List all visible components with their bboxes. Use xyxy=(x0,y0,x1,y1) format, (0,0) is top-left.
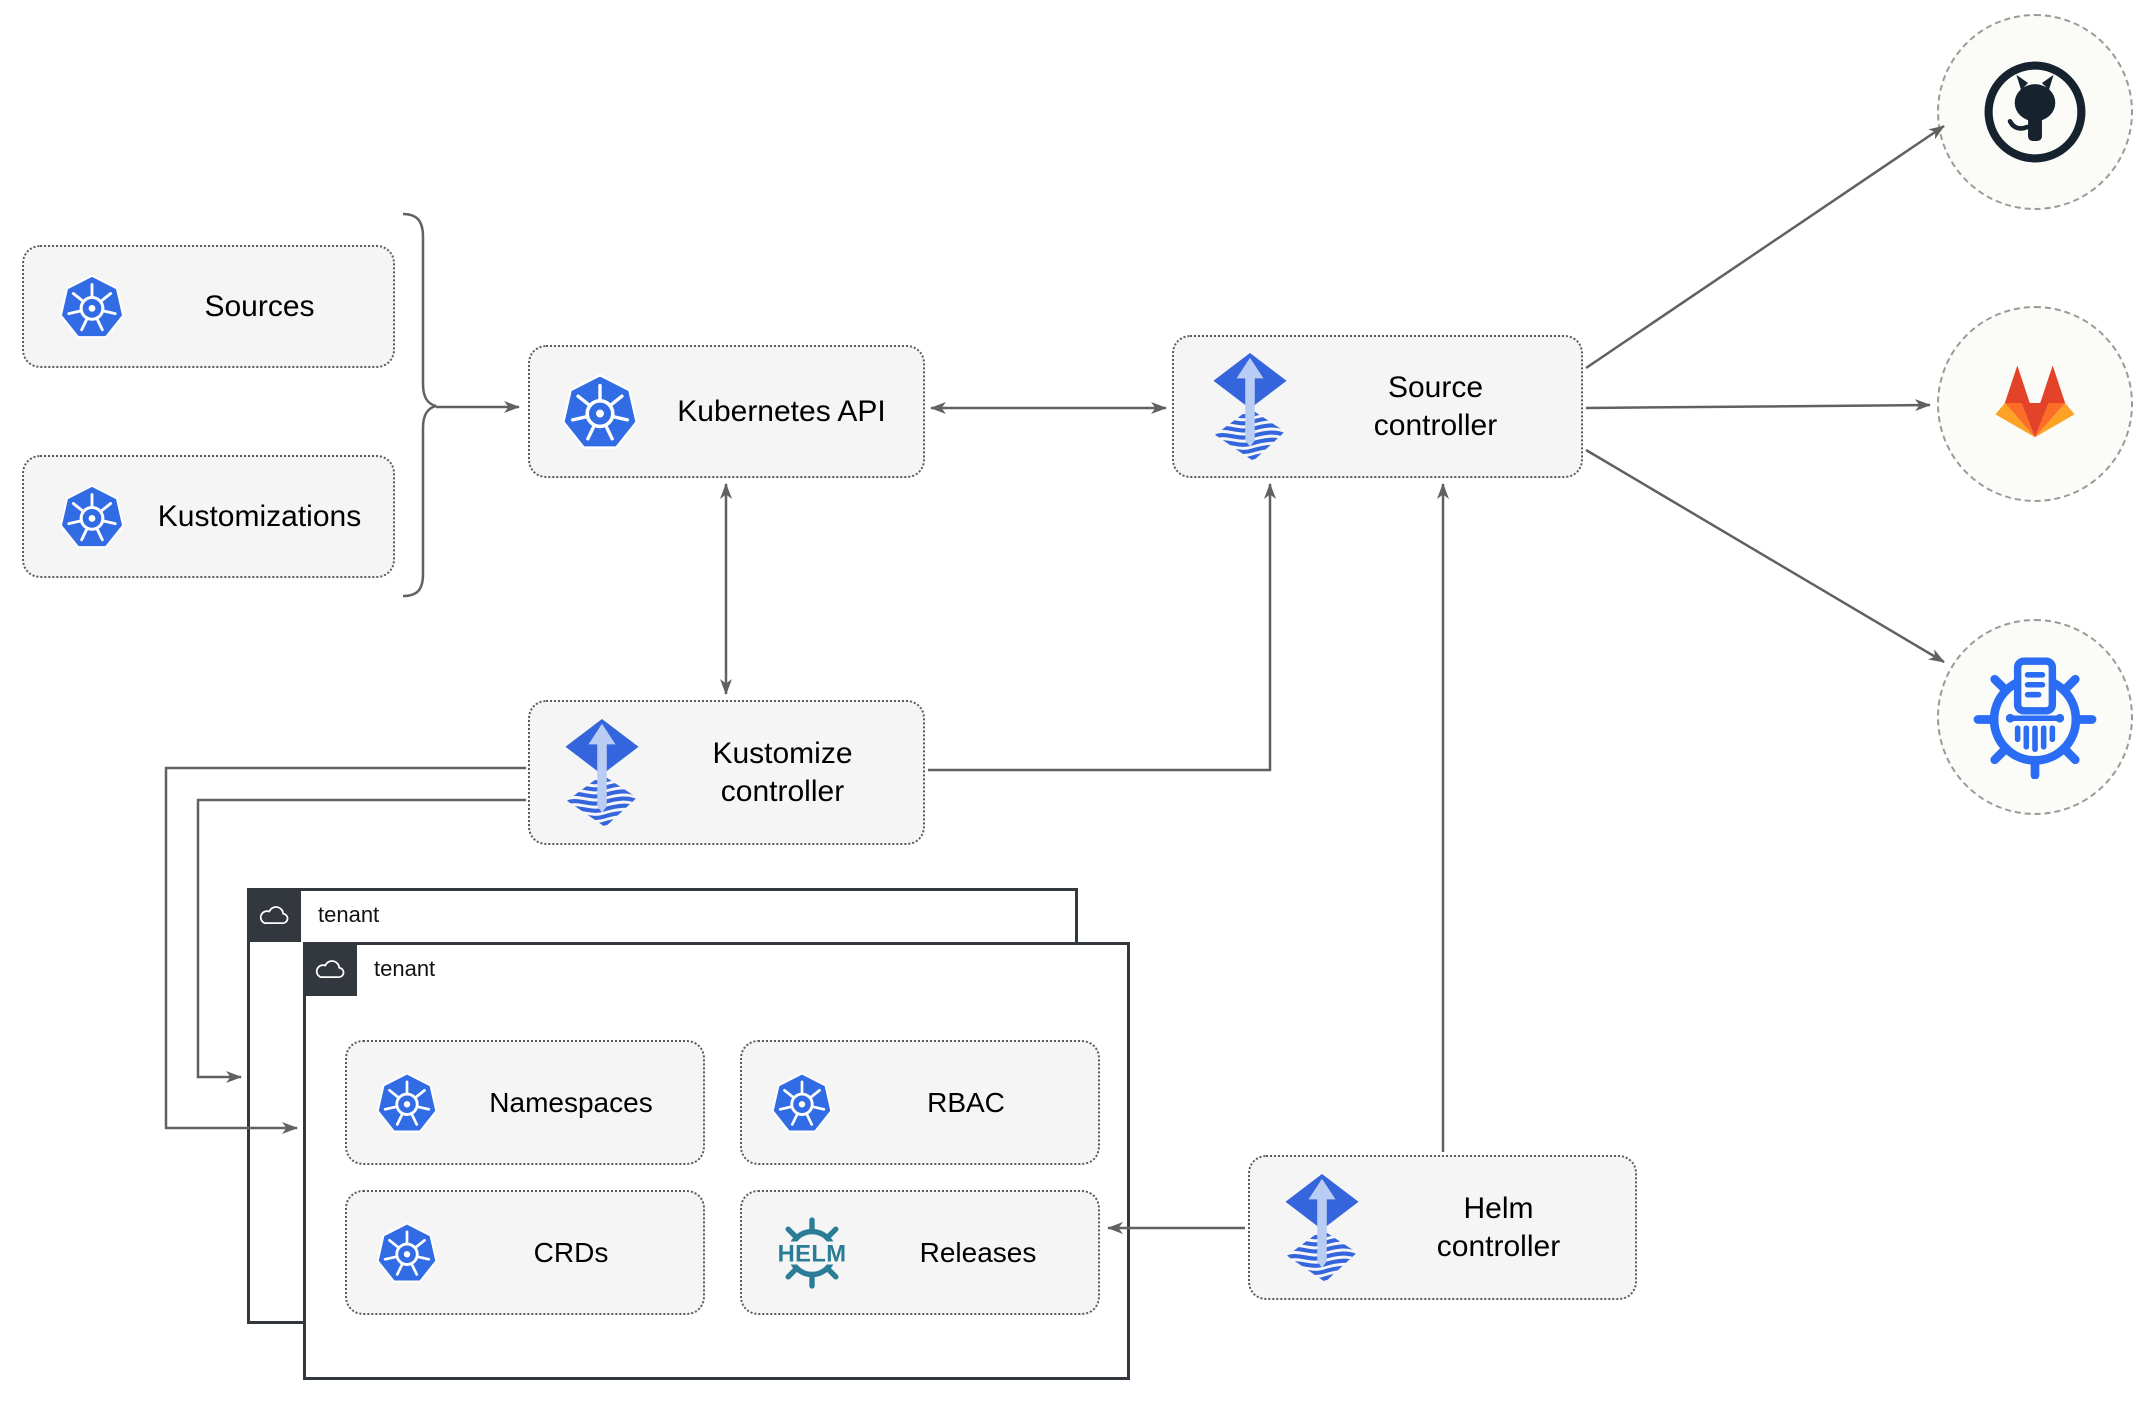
node-label: Source controller xyxy=(1373,371,1498,442)
kubernetes-icon xyxy=(375,1071,439,1135)
arrow-source-to-chartmuseum xyxy=(1585,448,1945,664)
node-label: Kustomizations xyxy=(157,499,362,533)
group-bracket xyxy=(402,212,437,598)
node-kustomizations: Kustomizations xyxy=(22,455,395,578)
node-label: RBAC xyxy=(927,1087,1005,1118)
kubernetes-icon xyxy=(375,1221,439,1285)
node-label: Releases xyxy=(919,1237,1037,1268)
cloud-icon xyxy=(257,903,291,928)
gitlab-node xyxy=(1937,306,2133,502)
node-kustomize-controller: Kustomize controller xyxy=(528,700,925,845)
arrow-source-to-github xyxy=(1585,124,1945,370)
github-node xyxy=(1937,14,2133,210)
node-kubernetes-api: Kubernetes API xyxy=(528,345,925,478)
node-label: Kustomize controller xyxy=(712,737,853,808)
flux-icon xyxy=(1210,353,1290,461)
kubernetes-icon xyxy=(560,372,640,452)
chartmuseum-node xyxy=(1937,619,2133,815)
node-label: Helm controller xyxy=(1436,1192,1561,1263)
chartmuseum-icon xyxy=(1973,657,2097,779)
arrow-source-to-gitlab xyxy=(1585,399,1931,412)
flux-icon xyxy=(1282,1174,1362,1282)
tenant-badge xyxy=(247,888,301,942)
node-source-controller: Source controller xyxy=(1172,335,1583,478)
node-label: Namespaces xyxy=(489,1087,653,1118)
kubernetes-icon xyxy=(58,483,126,551)
node-namespaces: Namespaces xyxy=(345,1040,705,1165)
gitlab-icon xyxy=(1995,365,2075,438)
helm-icon: HELM xyxy=(766,1213,858,1293)
node-releases: HELM Releases xyxy=(740,1190,1100,1315)
flux-icon xyxy=(562,719,642,827)
kubernetes-icon xyxy=(770,1071,834,1135)
node-label: Sources xyxy=(204,289,315,323)
node-label: CRDs xyxy=(533,1237,609,1268)
arrow-kustomize-to-source-controller xyxy=(928,483,1276,772)
node-crds: CRDs xyxy=(345,1190,705,1315)
tenant-label: tenant xyxy=(374,956,436,981)
node-sources: Sources xyxy=(22,245,395,368)
kubernetes-icon xyxy=(58,273,126,341)
tenant-box-front: tenant Namespaces RBAC CRDs xyxy=(303,942,1130,1380)
helm-logo-text: HELM xyxy=(778,1240,847,1267)
node-rbac: RBAC xyxy=(740,1040,1100,1165)
github-icon xyxy=(1984,61,2086,163)
tenant-label: tenant xyxy=(318,902,380,927)
node-helm-controller: Helm controller xyxy=(1248,1155,1637,1300)
tenant-badge xyxy=(303,942,357,996)
node-label: Kubernetes API xyxy=(677,394,886,428)
cloud-icon xyxy=(313,957,347,982)
